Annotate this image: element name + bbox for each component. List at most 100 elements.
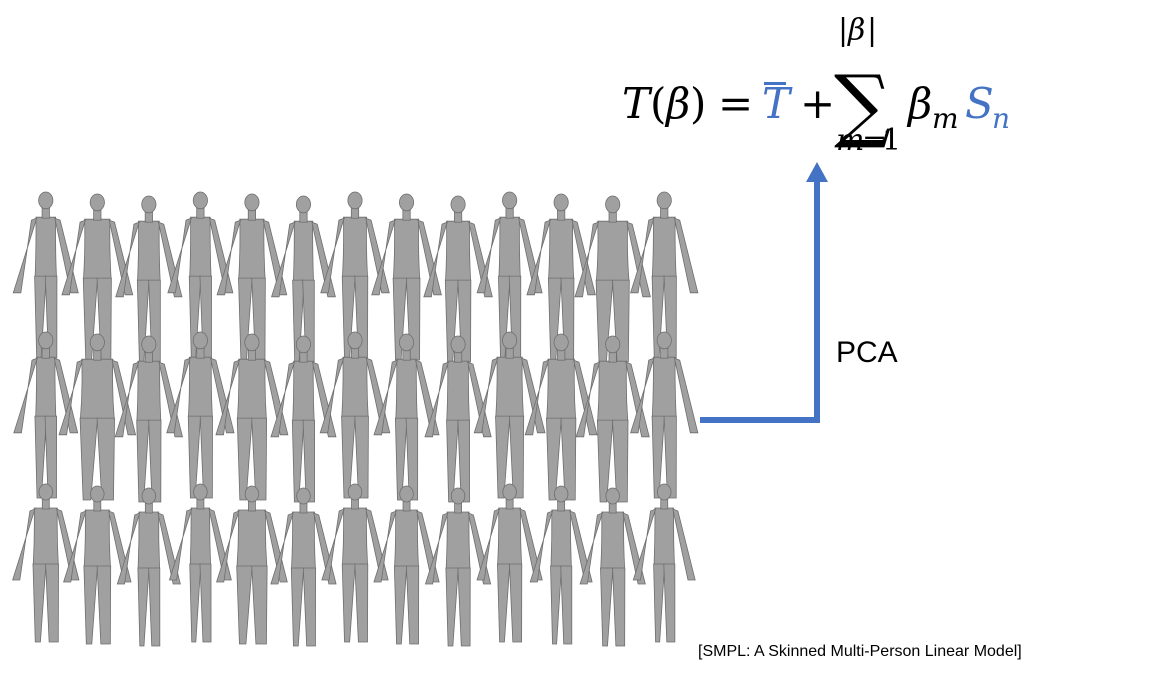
body-arm	[58, 359, 84, 436]
body-leg	[612, 567, 626, 647]
body-head	[553, 485, 569, 503]
body-torso	[341, 216, 369, 279]
body-arm	[63, 510, 87, 583]
body-scan	[168, 483, 232, 643]
body-head	[244, 333, 260, 352]
body-leg	[251, 565, 268, 645]
body-torso	[292, 220, 314, 283]
body-torso	[292, 360, 315, 423]
body-scan	[579, 487, 646, 647]
body-scan	[476, 483, 543, 643]
body-leg	[653, 563, 666, 643]
body-scan	[61, 193, 134, 361]
formula-lhs-T: T	[622, 79, 653, 128]
body-leg	[236, 417, 253, 501]
body-torso	[550, 509, 572, 569]
body-head	[38, 483, 53, 501]
body-arm	[320, 217, 345, 294]
body-arm	[373, 510, 397, 583]
body-arm	[521, 357, 546, 434]
body-scan	[320, 191, 390, 359]
body-leg	[148, 419, 162, 503]
body-leg	[136, 419, 150, 503]
body-arm	[53, 357, 79, 434]
body-arm	[270, 361, 296, 438]
body-scan	[270, 487, 337, 647]
formula-basis-sub: n	[992, 102, 1010, 135]
body-arm	[115, 221, 140, 298]
body-arm	[167, 217, 192, 294]
body-scan	[575, 335, 650, 503]
body-head	[656, 331, 672, 350]
body-arm	[371, 219, 396, 296]
body-scan	[63, 485, 132, 645]
formula-lower-m: m	[836, 123, 864, 158]
body-head	[347, 483, 363, 501]
body-leg	[495, 415, 511, 499]
body-leg	[251, 417, 268, 501]
body-scan	[321, 483, 389, 643]
body-leg	[189, 563, 202, 643]
body-arm	[373, 359, 399, 436]
body-scan	[215, 333, 289, 501]
body-head	[90, 485, 105, 503]
body-arm	[61, 219, 86, 296]
body-head	[141, 335, 157, 354]
body-leg	[79, 417, 98, 501]
body-head	[605, 487, 620, 505]
body-torso	[653, 507, 675, 567]
body-torso	[651, 216, 677, 279]
formula-lhs-close: )	[690, 79, 706, 128]
body-torso	[597, 360, 629, 423]
body-scan	[630, 331, 699, 499]
body-leg	[199, 415, 213, 499]
body-leg	[290, 567, 305, 647]
body-leg	[354, 415, 369, 499]
body-torso	[394, 509, 419, 569]
body-arm	[574, 221, 600, 298]
formula-sum-symbol: ∑	[834, 58, 891, 151]
body-arm	[168, 508, 193, 581]
body-torso	[395, 358, 418, 421]
body-torso	[392, 218, 421, 281]
body-head	[399, 485, 414, 503]
body-arm	[524, 359, 550, 436]
body-leg	[663, 415, 677, 499]
body-arm	[321, 508, 345, 581]
body-arm	[630, 357, 655, 434]
formula-plus: +	[800, 79, 835, 128]
body-torso	[495, 356, 524, 419]
body-arm	[365, 217, 390, 294]
body-arm	[270, 221, 296, 298]
body-scan	[319, 331, 391, 499]
body-arm	[166, 357, 191, 434]
formula-lower-eq: =	[862, 123, 887, 158]
body-leg	[83, 565, 98, 645]
formula-mean-T: T	[762, 79, 793, 128]
body-leg	[199, 563, 212, 643]
body-leg	[497, 563, 511, 643]
arrow-line	[700, 180, 820, 423]
body-leg	[96, 417, 115, 501]
body-leg	[302, 567, 317, 647]
formula-upper-bar-right: |	[867, 13, 877, 48]
formula-lower-one: 1	[882, 123, 901, 158]
body-leg	[341, 563, 356, 643]
arrow-label: PCA	[836, 336, 898, 369]
body-leg	[405, 417, 419, 501]
body-arm	[622, 512, 646, 585]
body-head	[502, 331, 518, 350]
body-leg	[509, 563, 523, 643]
body-torso	[291, 511, 316, 571]
body-leg	[612, 419, 629, 503]
body-leg	[651, 415, 665, 499]
body-head	[141, 487, 157, 505]
pca-arrow	[700, 162, 828, 423]
body-torso	[136, 360, 162, 423]
body-arm	[518, 217, 543, 294]
body-torso	[341, 356, 369, 419]
body-arm	[264, 510, 288, 583]
body-arm	[262, 219, 288, 296]
body-arm	[365, 508, 389, 581]
body-torso	[238, 218, 266, 281]
